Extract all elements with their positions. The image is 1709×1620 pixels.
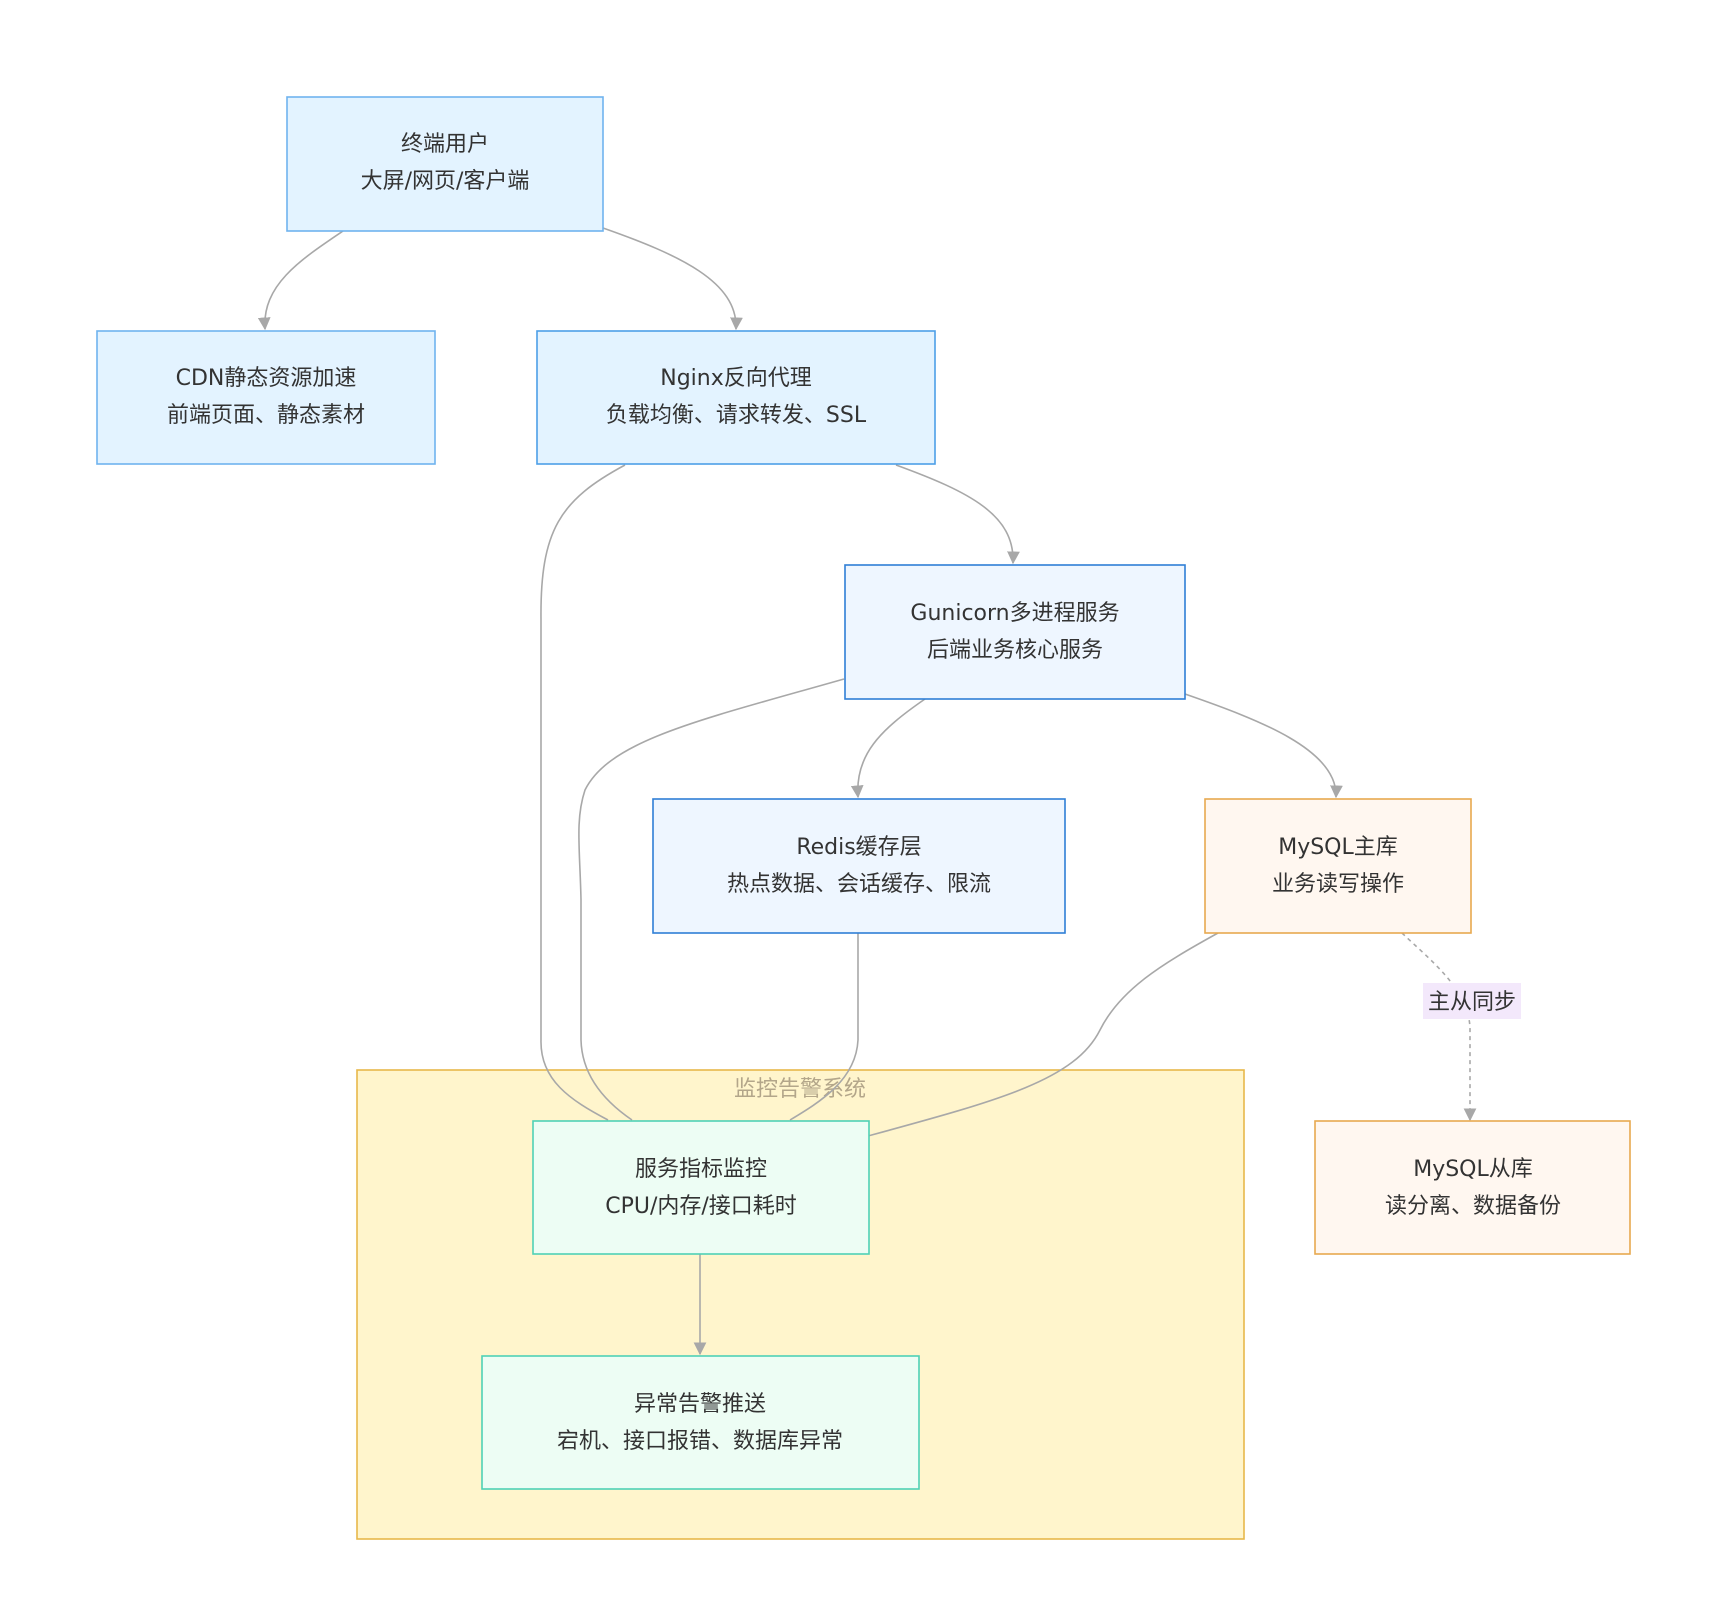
node-monitor-box <box>532 1120 870 1255</box>
node-mysql-master-box <box>1204 798 1472 934</box>
node-mysql-slave-line1: MySQL从库 <box>1413 1157 1533 1182</box>
node-redis-box <box>652 798 1066 934</box>
node-redis-line1: Redis缓存层 <box>796 835 921 860</box>
node-cdn-line2: 前端页面、静态素材 <box>167 403 365 428</box>
node-nginx[interactable]: Nginx反向代理 负载均衡、请求转发、SSL <box>536 330 936 465</box>
edge-user-to-nginx <box>602 227 743 331</box>
edge-mysql-master-to-monitor <box>867 932 1219 1137</box>
node-cdn[interactable]: CDN静态资源加速 前端页面、静态素材 <box>96 330 436 465</box>
node-mysql-master-line2: 业务读写操作 <box>1272 872 1404 897</box>
node-cdn-line1: CDN静态资源加速 <box>176 366 357 391</box>
node-gunicorn-line2: 后端业务核心服务 <box>927 638 1103 663</box>
node-user[interactable]: 终端用户 大屏/网页/客户端 <box>286 96 604 232</box>
node-mysql-slave-box <box>1314 1120 1631 1255</box>
node-cdn-box <box>96 330 436 465</box>
node-mysql-slave-line2: 读分离、数据备份 <box>1385 1194 1561 1219</box>
node-alert-box <box>481 1355 920 1490</box>
node-mysql-master-line1: MySQL主库 <box>1278 835 1398 860</box>
edge-nginx-to-gunicorn <box>895 464 1020 565</box>
edge-gunicorn-to-monitor <box>578 678 845 1121</box>
node-user-box <box>286 96 604 232</box>
edge-nginx-to-monitor <box>540 464 626 1121</box>
node-mysql-master[interactable]: MySQL主库 业务读写操作 <box>1204 798 1472 934</box>
edge-gunicorn-to-redis <box>850 698 926 799</box>
edges <box>257 227 1477 1356</box>
node-nginx-line2: 负载均衡、请求转发、SSL <box>606 403 867 428</box>
node-user-line2: 大屏/网页/客户端 <box>361 169 530 194</box>
node-nginx-line1: Nginx反向代理 <box>660 366 812 391</box>
edge-label-sync-bg <box>1423 983 1521 1019</box>
edge-user-to-cdn <box>257 230 344 331</box>
node-gunicorn[interactable]: Gunicorn多进程服务 后端业务核心服务 <box>844 564 1186 700</box>
node-redis[interactable]: Redis缓存层 热点数据、会话缓存、限流 <box>652 798 1066 934</box>
node-monitor-line1: 服务指标监控 <box>635 1157 767 1182</box>
edge-mysql-master-to-slave <box>1401 932 1477 1122</box>
node-gunicorn-box <box>844 564 1186 700</box>
edge-redis-to-monitor <box>789 933 859 1121</box>
node-monitor-line2: CPU/内存/接口耗时 <box>605 1194 797 1219</box>
edge-label-sync: 主从同步 <box>1423 983 1521 1019</box>
cluster-monitoring-title: 监控告警系统 <box>734 1077 866 1102</box>
node-nginx-box <box>536 330 936 465</box>
node-gunicorn-line1: Gunicorn多进程服务 <box>910 601 1119 626</box>
node-alert-line2: 宕机、接口报错、数据库异常 <box>557 1429 843 1454</box>
node-redis-line2: 热点数据、会话缓存、限流 <box>727 872 991 897</box>
node-mysql-slave[interactable]: MySQL从库 读分离、数据备份 <box>1314 1120 1631 1255</box>
node-user-line1: 终端用户 <box>401 132 489 157</box>
node-alert[interactable]: 异常告警推送 宕机、接口报错、数据库异常 <box>481 1355 920 1490</box>
node-alert-line1: 异常告警推送 <box>634 1392 766 1417</box>
edge-label-sync-text: 主从同步 <box>1428 990 1516 1015</box>
node-monitor[interactable]: 服务指标监控 CPU/内存/接口耗时 <box>532 1120 870 1255</box>
edge-gunicorn-to-mysql-master <box>1184 693 1343 799</box>
